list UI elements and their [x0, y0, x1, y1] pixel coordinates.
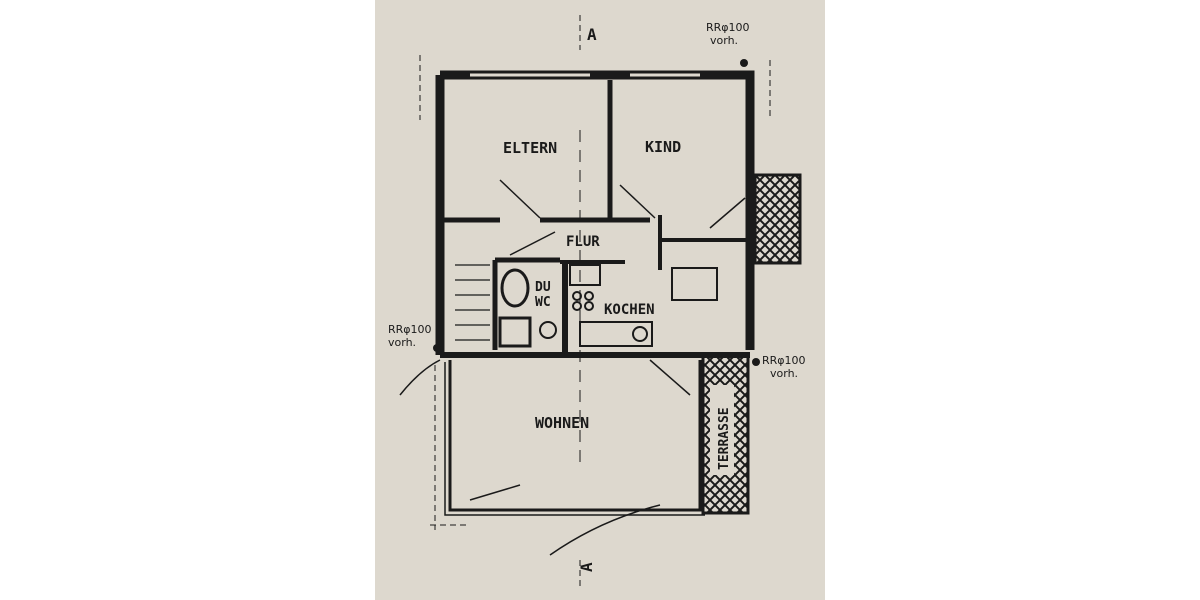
room-wohnen: WOHNEN — [535, 414, 589, 432]
pipe-marker — [740, 59, 748, 67]
room-flur: FLUR — [566, 234, 600, 250]
pipe-note-line1: RRφ100 — [706, 21, 750, 34]
room-terrasse: TERRASSE — [717, 407, 732, 470]
pipe-note-line2: vorh. — [770, 367, 798, 380]
pipe-marker — [433, 344, 441, 352]
pipe-note-line1: RRφ100 — [388, 323, 432, 336]
walls — [399, 15, 771, 590]
room-wc: WC — [535, 295, 551, 310]
balcony — [753, 173, 802, 265]
room-eltern: ELTERN — [503, 139, 557, 157]
pipe-note-line2: vorh. — [388, 336, 416, 349]
room-kochen: KOCHEN — [604, 302, 655, 318]
pipe-marker — [752, 358, 760, 366]
room-kind: KIND — [645, 138, 681, 156]
room-du: DU — [535, 280, 551, 295]
terrace-label-bg — [710, 385, 734, 475]
pipe-note-line1: RRφ100 — [762, 354, 806, 367]
section-marker-top: A — [587, 25, 597, 44]
section-marker-bottom: A — [577, 562, 596, 572]
pipe-note-line2: vorh. — [710, 34, 738, 47]
